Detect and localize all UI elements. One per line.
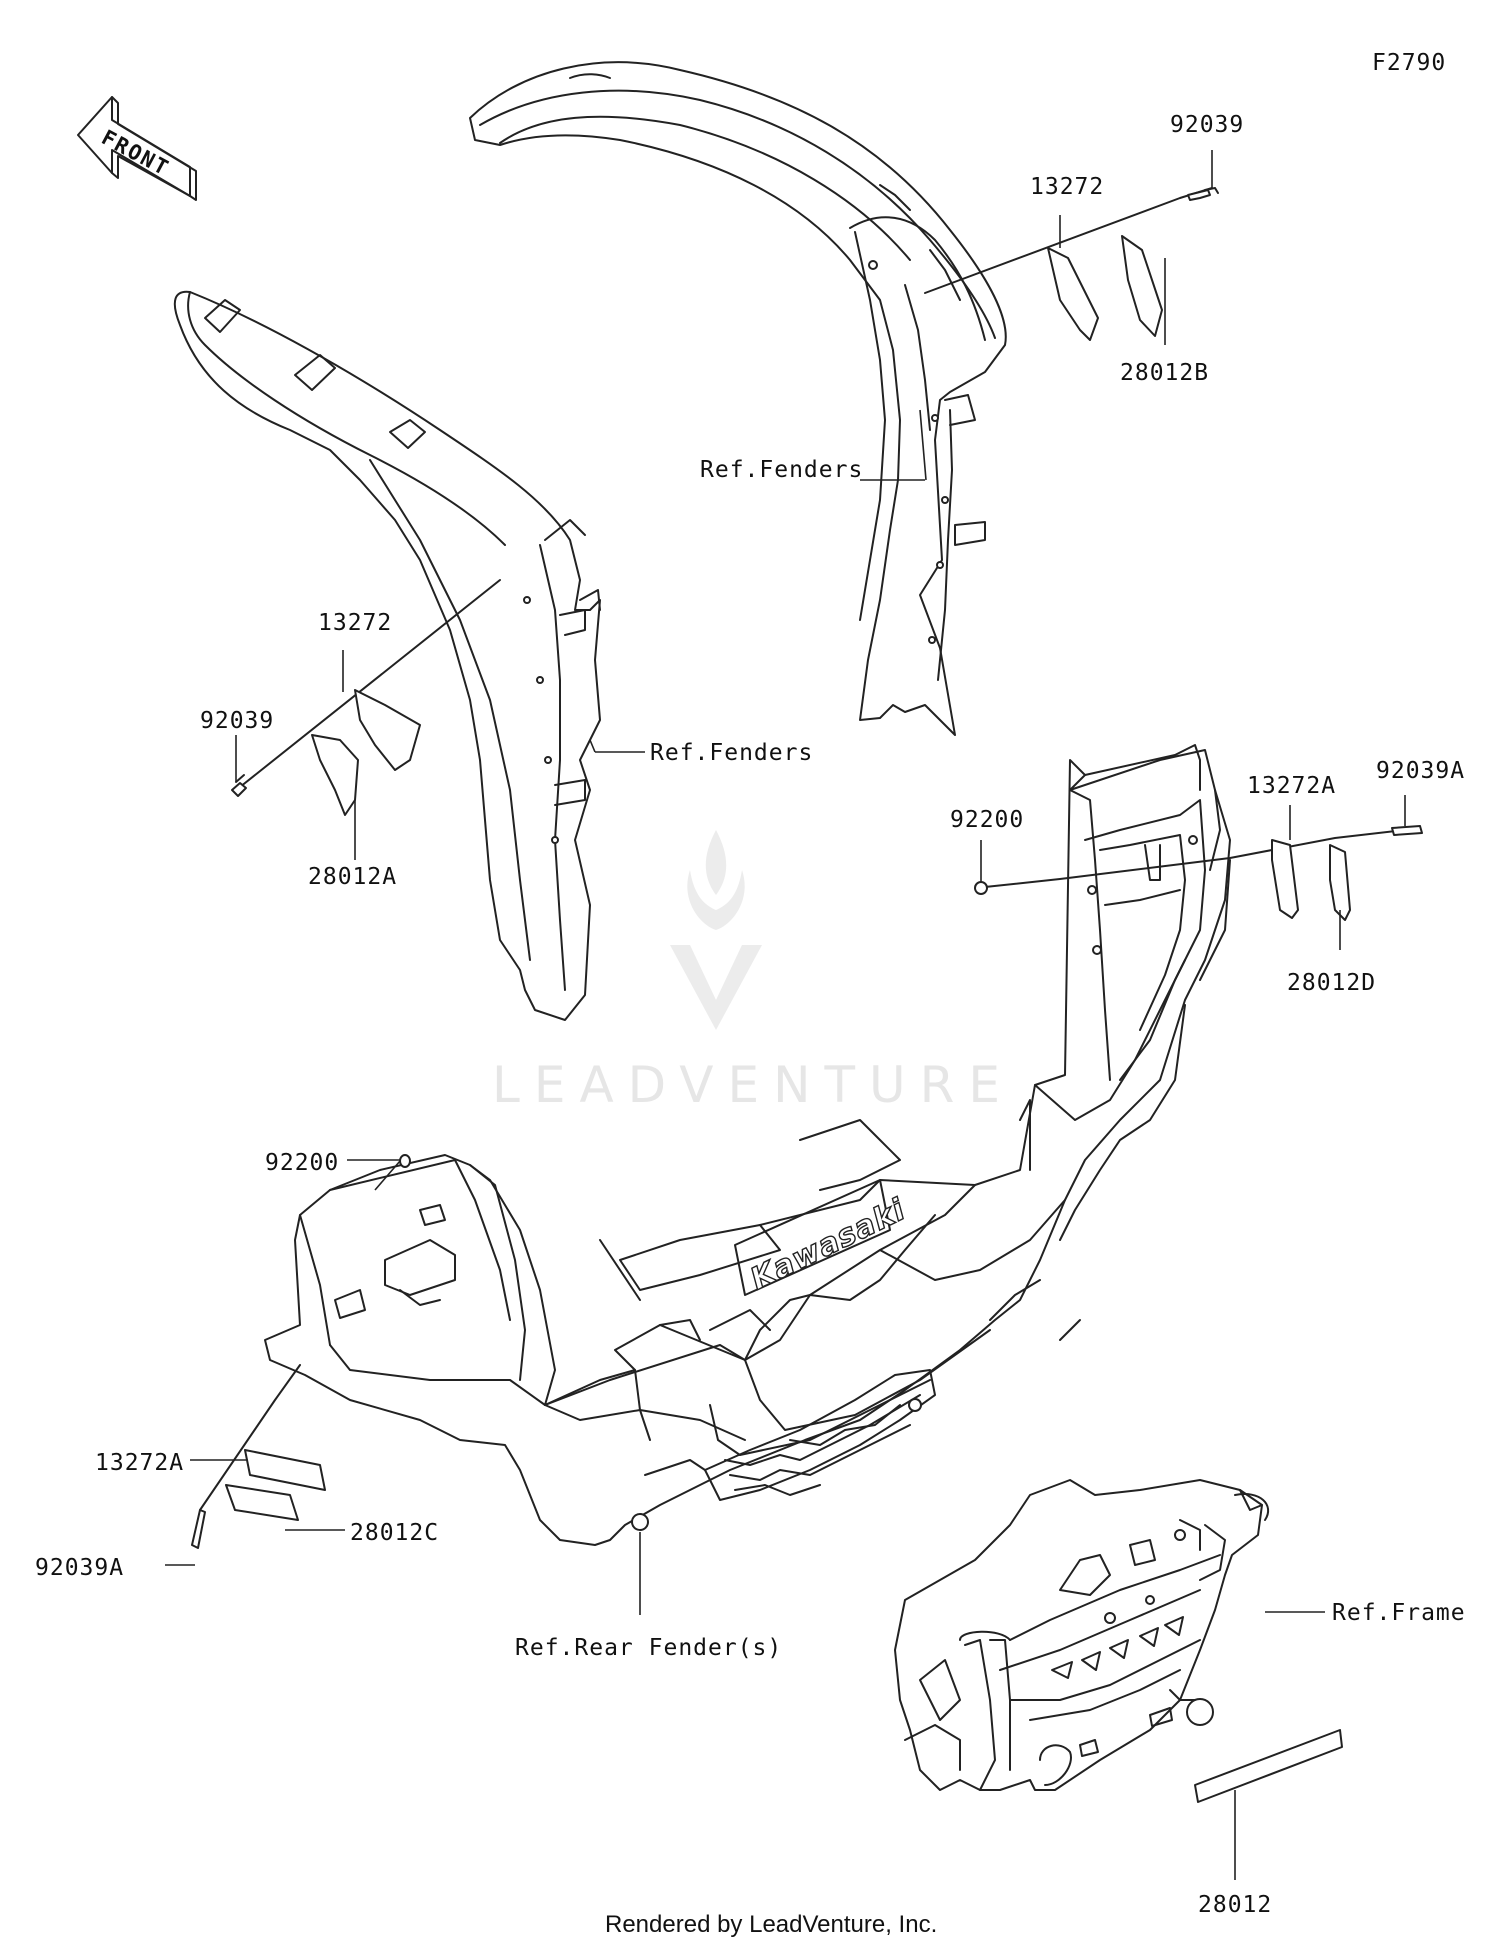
label-28012C[interactable]: 28012C xyxy=(350,1520,439,1546)
label-28012[interactable]: 28012 xyxy=(1198,1892,1272,1918)
label-92039-top[interactable]: 92039 xyxy=(1170,112,1244,138)
frame-section xyxy=(894,1479,1343,1803)
part-labels: 92039 13272 28012B Ref.Fenders 13272 920… xyxy=(35,112,1466,1918)
reflector-group-upper-right xyxy=(924,187,1219,341)
watermark-text: LEADVENTURE xyxy=(492,1056,1014,1114)
label-ref-rear-fender[interactable]: Ref.Rear Fender(s) xyxy=(515,1635,782,1661)
label-28012B[interactable]: 28012B xyxy=(1120,360,1209,386)
label-92039-left[interactable]: 92039 xyxy=(200,708,274,734)
fender-flare-upper-right xyxy=(469,61,1007,736)
front-direction-arrow-icon: FRONT xyxy=(77,96,197,201)
reflector-group-lower-left xyxy=(191,1154,411,1549)
label-92039A-left[interactable]: 92039A xyxy=(35,1555,124,1581)
label-ref-frame[interactable]: Ref.Frame xyxy=(1332,1600,1466,1626)
diagram-id: F2790 xyxy=(1372,50,1446,76)
label-13272-top[interactable]: 13272 xyxy=(1030,174,1104,200)
rear-fender-assembly: Kawasaki xyxy=(264,744,1231,1546)
fender-flare-upper-left xyxy=(173,290,601,1021)
label-92200-right[interactable]: 92200 xyxy=(950,807,1024,833)
label-13272A-left[interactable]: 13272A xyxy=(95,1450,184,1476)
watermark-v-icon xyxy=(670,945,762,1030)
label-ref-fenders-left[interactable]: Ref.Fenders xyxy=(650,740,813,766)
label-28012D[interactable]: 28012D xyxy=(1287,970,1376,996)
reflector-group-right xyxy=(974,825,1423,921)
reflector-group-left xyxy=(231,579,501,816)
watermark-flame-icon xyxy=(687,830,745,930)
label-13272A-right[interactable]: 13272A xyxy=(1247,773,1336,799)
label-13272-left[interactable]: 13272 xyxy=(318,610,392,636)
footer-credit: Rendered by LeadVenture, Inc. xyxy=(605,1911,937,1938)
label-92039A-right[interactable]: 92039A xyxy=(1376,758,1465,784)
leader-lines xyxy=(165,150,1406,1880)
label-28012A[interactable]: 28012A xyxy=(308,864,397,890)
watermark: LEADVENTURE xyxy=(492,830,1014,1114)
label-ref-fenders-top[interactable]: Ref.Fenders xyxy=(700,457,863,483)
label-92200-left[interactable]: 92200 xyxy=(265,1150,339,1176)
